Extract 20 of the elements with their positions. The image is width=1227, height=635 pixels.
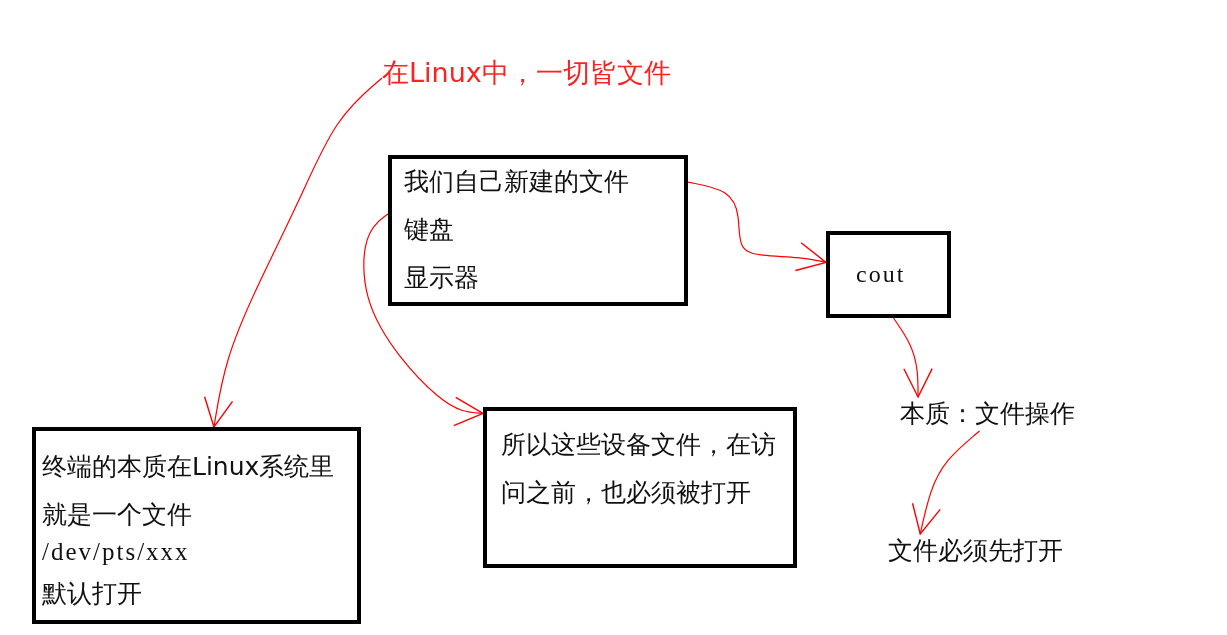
arrow (203, 77, 383, 428)
box-text: 默认打开 (42, 579, 142, 609)
note-text: 本质：文件操作 (900, 399, 1075, 429)
note-text: 文件必须先打开 (888, 536, 1063, 566)
text-box (483, 407, 797, 568)
box-text: cout (856, 260, 906, 289)
box-text: /dev/pts/xxx (42, 537, 190, 567)
arrow (363, 213, 484, 427)
text-box (826, 231, 951, 318)
box-text: 我们自己新建的文件 (404, 167, 629, 197)
box-text: 所以这些设备文件，在访问之前，也必须被打开 (501, 429, 777, 509)
arrow (892, 317, 933, 398)
arrow (911, 430, 981, 535)
arrow (687, 181, 827, 272)
text-box (32, 427, 361, 624)
box-text: 显示器 (404, 263, 479, 293)
title-text: 在Linux中，一切皆文件 (382, 58, 671, 88)
box-text: 键盘 (404, 215, 454, 245)
text-box (388, 155, 688, 306)
box-text: 终端的本质在Linux系统里就是一个文件 (42, 451, 336, 531)
